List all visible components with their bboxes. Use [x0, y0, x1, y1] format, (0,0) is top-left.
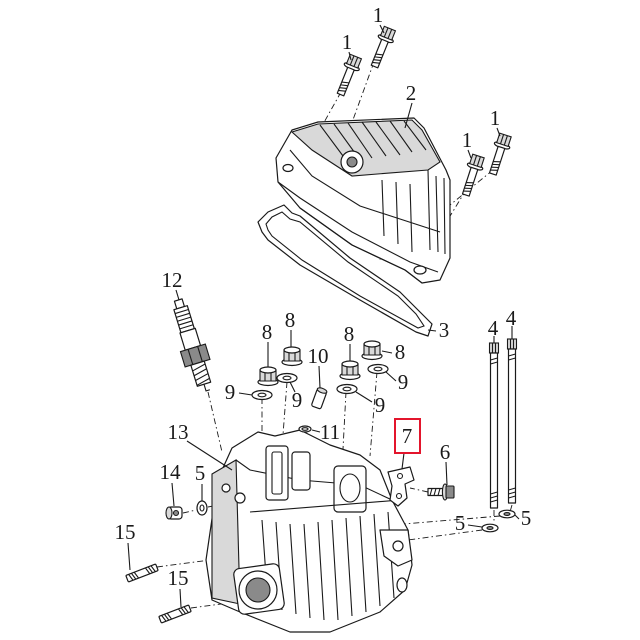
- cover-bolt-1d: [488, 132, 512, 176]
- callout-bolt-1c: 1: [462, 128, 473, 152]
- callout-nut-8c: 8: [344, 322, 355, 346]
- spark-plug: [173, 298, 212, 392]
- callout-washer-9c: 9: [375, 393, 386, 417]
- flange-nut-8b: [281, 346, 303, 367]
- stud-15b: [158, 604, 192, 624]
- dowel-pin: [311, 387, 328, 410]
- callout-washer-5a: 5: [195, 461, 206, 485]
- callout-washer-5c: 5: [521, 506, 532, 530]
- washer-5a: [196, 500, 208, 516]
- stud-bolt-4b: [506, 338, 518, 504]
- leader-lines: [127, 24, 520, 608]
- callout-o-ring-11: 11: [320, 420, 340, 444]
- flange-nut-8a: [257, 366, 279, 387]
- callout-bolt-6: 6: [440, 440, 451, 464]
- callout-bracket-7: 7: [402, 424, 413, 448]
- washer-5c: [498, 509, 516, 519]
- callout-nut-8a: 8: [262, 320, 273, 344]
- callout-bolt-1b: 1: [342, 30, 353, 54]
- plug-bolt: [165, 506, 183, 520]
- callout-cover-2: 2: [406, 81, 417, 105]
- cover-gasket: [257, 204, 433, 337]
- callout-bolt-1a: 1: [373, 3, 384, 27]
- cylinder-head: [205, 429, 413, 633]
- callout-washer-9a: 9: [225, 380, 236, 404]
- callout-stud-4a: 4: [488, 316, 499, 340]
- cover-bolt-1c: [461, 153, 485, 197]
- callout-washer-5b: 5: [455, 511, 466, 535]
- callout-stud-15a: 15: [115, 520, 136, 544]
- callout-bolt-1d: 1: [490, 106, 501, 130]
- washer-9d: [367, 363, 389, 375]
- bracket-plate: [387, 466, 415, 507]
- callout-plug-14: 14: [160, 460, 182, 484]
- callout-nut-8b: 8: [285, 308, 296, 332]
- callout-spark-plug-12: 12: [162, 268, 183, 292]
- callout-stud-4b: 4: [506, 306, 517, 330]
- stud-bolt-4a: [488, 342, 500, 509]
- callout-nut-8d: 8: [395, 340, 406, 364]
- cylinder-head-cover: [275, 117, 451, 284]
- o-ring: [298, 425, 312, 433]
- bracket-bolt: [427, 483, 455, 501]
- callout-gasket-3: 3: [439, 318, 450, 342]
- flange-nut-8c: [339, 360, 361, 381]
- washer-9c: [336, 383, 358, 395]
- washer-9a: [251, 389, 273, 401]
- stud-15a: [125, 563, 159, 583]
- callout-stud-15b: 15: [168, 566, 189, 590]
- callout-labels: 1 1 2 1 1 3 12 8 8 8 8 10 9 9 9 9 4 4 11…: [115, 3, 532, 590]
- callout-washer-9b: 9: [292, 388, 303, 412]
- flange-nut-8d: [361, 340, 383, 361]
- callout-dowel-10: 10: [308, 344, 329, 368]
- cover-bolt-1b: [336, 53, 363, 97]
- washer-5b: [481, 523, 499, 533]
- callout-cylinder-head-13: 13: [168, 420, 189, 444]
- callout-washer-9d: 9: [398, 370, 409, 394]
- highlight-box: [394, 418, 421, 454]
- washer-9b: [276, 372, 298, 384]
